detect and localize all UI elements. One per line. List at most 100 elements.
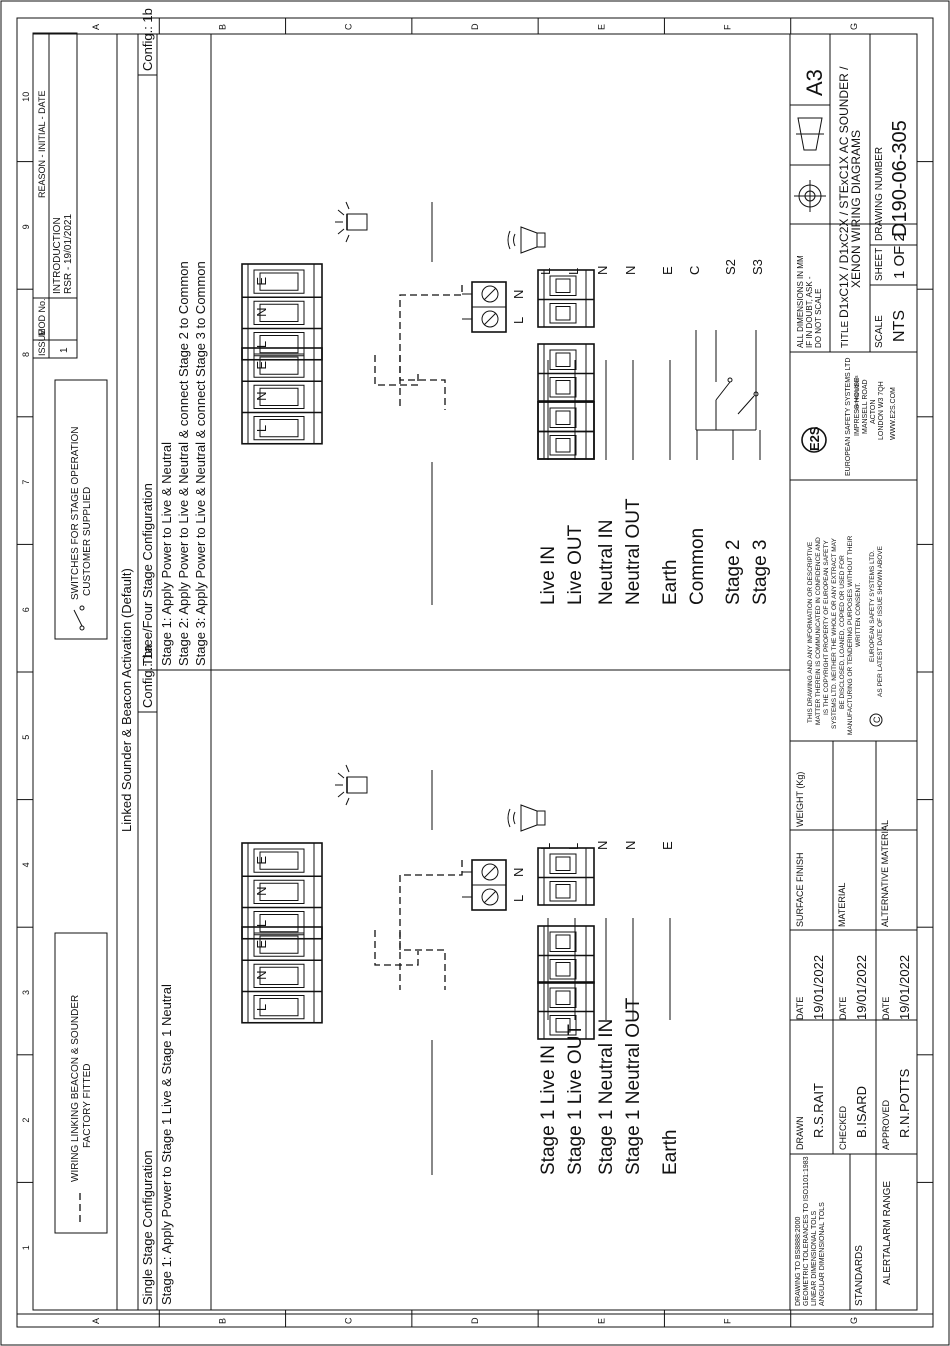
drawing-title-line1: D1xC1X / D1xC2X / STExC1X AC SOUNDER / [837,66,851,318]
terminal-screw-clamp [549,275,577,296]
terminal-screw-clamp [253,879,305,904]
border-row-label: F [723,1318,733,1324]
upper-terminal-label: N [254,307,269,316]
sounder-icon [507,804,546,832]
dims-line-1: ALL DIMENSIONS IN MM [796,255,805,348]
copyright-company: EUROPEAN SAFETY SYSTEMS LTD. [869,550,876,662]
sounder-body [536,232,546,248]
company-web: WWW.E2S.COM [890,387,897,440]
terminal-screw-clamp [253,353,305,378]
switch-arm [737,395,755,415]
beacon-ray [337,228,345,235]
sounder-icon [507,226,546,254]
address-3: ACTON [870,400,877,424]
terminal-screw-slot [555,934,571,949]
main-title: Linked Sounder & Beacon Activation (Defa… [119,568,134,832]
upper-terminal-block [241,347,323,445]
screw-icon [481,863,499,881]
copyright-text-4: SYSTEMS LTD. NEITHER THE WHOLE OR ANY EX… [831,538,838,729]
address-1: IMPRESS HOUSE [854,377,861,436]
terminal-screw-clamp [253,269,305,294]
legend-switch-line2: CUSTOMER SUPPLIED [82,487,93,596]
terminal-screw-slot [555,1018,571,1033]
beacon-ray [345,797,350,806]
terminal-screw-slot [555,962,571,977]
copyright-text-6: MANUFACTURING OR TENDERING PURPOSES WITH… [847,535,854,735]
approved-name: R.N.POTTS [897,1068,912,1138]
terminal-screw-clamp [253,332,305,357]
revision-initials: RSR - 19/01/2021 [63,214,74,294]
border-column-label: 2 [21,1118,31,1123]
lower-terminal-label: S2 [723,259,738,275]
surface-finish-label: SURFACE FINISH [795,852,805,927]
terminal-screw-clamp [549,931,577,952]
border-row-label: D [470,1317,480,1324]
terminal-screw-clamp [549,349,577,370]
border-row-label: E [596,24,606,30]
revision-issue-header: ISSUE [37,329,47,356]
svg-text:E2S: E2S [807,426,822,451]
terminal-screw-slot [555,278,571,293]
approved-date-label: DATE [881,997,891,1020]
standards-text-2: GEOMETRIC TOLERANCES TO ISO1101:1983 [803,1156,810,1306]
checked-date-label: DATE [838,997,848,1020]
projection-symbol-icon [794,117,826,212]
screw-slot [483,287,497,301]
sheet-label: SHEET [874,248,885,281]
screw-slot [483,890,497,904]
beacon-ray [337,209,345,216]
sounder-horn [520,804,538,832]
scale-value: NTS [891,310,908,342]
terminal-screw-clamp [253,300,305,325]
terminal-screw-clamp [549,377,577,398]
screw-icon [481,285,499,303]
lower-terminal-label: N [595,266,610,275]
config-a-line: Stage 1: Apply Power to Stage 1 Live & S… [159,984,174,1305]
factory-wiring-3 [399,285,463,410]
copyright-text-1: THIS DRAWING AND ANY INFORMATION OR DESC… [807,541,814,723]
stage-2-switch-icon [715,377,733,430]
checked-name: B.ISARD [854,1086,869,1138]
upper-terminal-label: N [254,886,269,895]
terminal-screw-slot [259,419,299,438]
sounder-horn [520,226,538,254]
terminal-screw-slot [555,380,571,395]
terminal-screw-clamp [549,881,577,902]
lower-terminal-block [537,981,595,1040]
mid-terminal-label: L [511,895,526,902]
standards-text-4: ANGULAR DIMENSIONAL TOLS [819,1202,826,1306]
legend-wiring: WIRING LINKING BEACON & SOUNDER FACTORY … [54,932,108,1234]
terminal-screw-clamp [549,407,577,428]
range-label: ALERTALARM RANGE [882,1181,893,1285]
terminal-screw-slot [555,856,571,871]
wire-label: Stage 2 [723,540,744,606]
drawing-number: D190-06-305 [889,120,911,237]
beacon-dome [346,213,368,231]
drawn-date: 19/01/2022 [811,955,826,1020]
revision-issue: 1 [59,347,70,353]
mid-terminal-label: N [511,290,526,299]
terminal-screw-clamp [549,1015,577,1036]
copyright-text-3: IS THE COPYRIGHT PROPERTY OF EUROPEAN SA… [823,540,830,715]
copyright-text-5: BE DISCLOSED, LOANED, COPIED OR USED FOR [839,555,846,709]
switch-arm [715,381,731,401]
terminal-screw-slot [259,882,299,901]
lower-terminal-label: L [538,268,553,275]
upper-terminal-label: N [254,970,269,979]
terminal-screw-clamp [253,995,305,1020]
switch-symbol-icon [73,605,85,631]
config-b-heading: Three/Four Stage Configuration [140,483,155,666]
terminal-screw-slot [555,410,571,425]
beacon-dome [346,776,368,794]
lower-terminal-label: N [623,266,638,275]
standards-text-3: LINEAR DIMENSIONAL TOLS [811,1210,818,1306]
sounder-wave [513,811,516,825]
terminal-screw-slot [259,998,299,1017]
title-block: DRAWING TO BS8888:2000 GEOMETRIC TOLERAN… [789,34,917,1310]
stage-3-switch-icon [737,391,759,415]
wire-label: Live IN [538,546,559,605]
mid-terminal-label: L [511,317,526,324]
factory-wiring-1 [374,355,419,386]
sheet-value: 1 OF 2 [891,233,908,279]
